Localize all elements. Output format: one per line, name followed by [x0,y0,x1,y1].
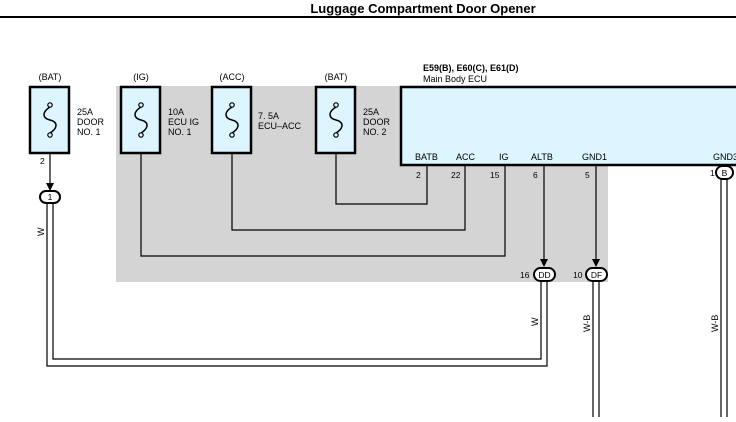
pin-batb: 2 [416,170,421,180]
wire-w-outer [46,203,548,367]
fuse-1-pin: 2 [40,156,45,166]
wire-ig [140,153,506,257]
terminal-acc: ACC [456,152,476,162]
wire-color-w-1: W [36,227,46,236]
fuse-1-rating: 25A [77,107,93,117]
fuse-2-source: (IG) [133,72,149,82]
fuse-1-name: DOOR [77,117,105,127]
fuse-1-source: (BAT) [39,72,62,82]
terminal-batb: BATB [415,152,438,162]
fuse-ecu-acc [210,85,253,155]
terminal-gnd3: GND3 [713,152,736,162]
pin-gnd3: 1 [710,168,715,178]
terminal-gnd1: GND1 [582,152,607,162]
fuse-3-rating: 7. 5A [258,111,279,121]
main-body-ecu [399,85,736,167]
wire-color-wb-2: W-B [710,315,720,332]
junction-dd-pin: 16 [520,270,530,280]
svg-text:DF: DF [591,270,602,280]
svg-text:1: 1 [48,192,53,202]
svg-text:DD: DD [538,270,550,280]
pin-gnd1: 5 [585,170,590,180]
arrow-altb [540,259,548,267]
fuse-4-name: DOOR [363,117,391,127]
diagram-title: Luggage Compartment Door Opener [310,1,535,16]
fuse-2-rating: 10A [168,107,184,117]
junction-b: B [715,165,734,180]
fuse-door-no2 [314,85,357,155]
fuse-2-name: ECU IG [168,117,199,127]
junction-dd: DD [533,267,556,282]
pin-altb: 6 [533,170,538,180]
fuse-2-name2: NO. 1 [168,127,192,137]
fuse-door-no1 [28,85,71,155]
fuse-ecu-ig-no1 [119,85,162,155]
arrow-fuse1 [46,183,54,191]
fuse-3-source: (ACC) [220,72,245,82]
fuse-4-name2: NO. 2 [363,127,387,137]
junction-df-pin: 10 [573,270,583,280]
wire-color-wb-1: W-B [582,315,592,332]
svg-text:B: B [722,168,728,178]
junction-df: DF [585,267,608,282]
fuse-4-rating: 25A [363,107,379,117]
fuse-3-name: ECU–ACC [258,121,302,131]
terminal-ig: IG [499,152,509,162]
terminal-altb: ALTB [531,152,553,162]
wire-w-inner [52,203,542,360]
fuse-1-name2: NO. 1 [77,127,101,137]
fuse-4-source: (BAT) [325,72,348,82]
wire-acc [231,153,466,231]
ecu-name: Main Body ECU [423,74,487,84]
arrow-gnd1 [592,259,600,267]
junction-1: 1 [39,190,61,204]
wire-color-w-2: W [530,317,540,326]
wire-batb [335,153,428,205]
ecu-connectors: E59(B), E60(C), E61(D) [423,63,519,73]
pin-acc: 22 [451,170,461,180]
pin-ig: 15 [490,170,500,180]
